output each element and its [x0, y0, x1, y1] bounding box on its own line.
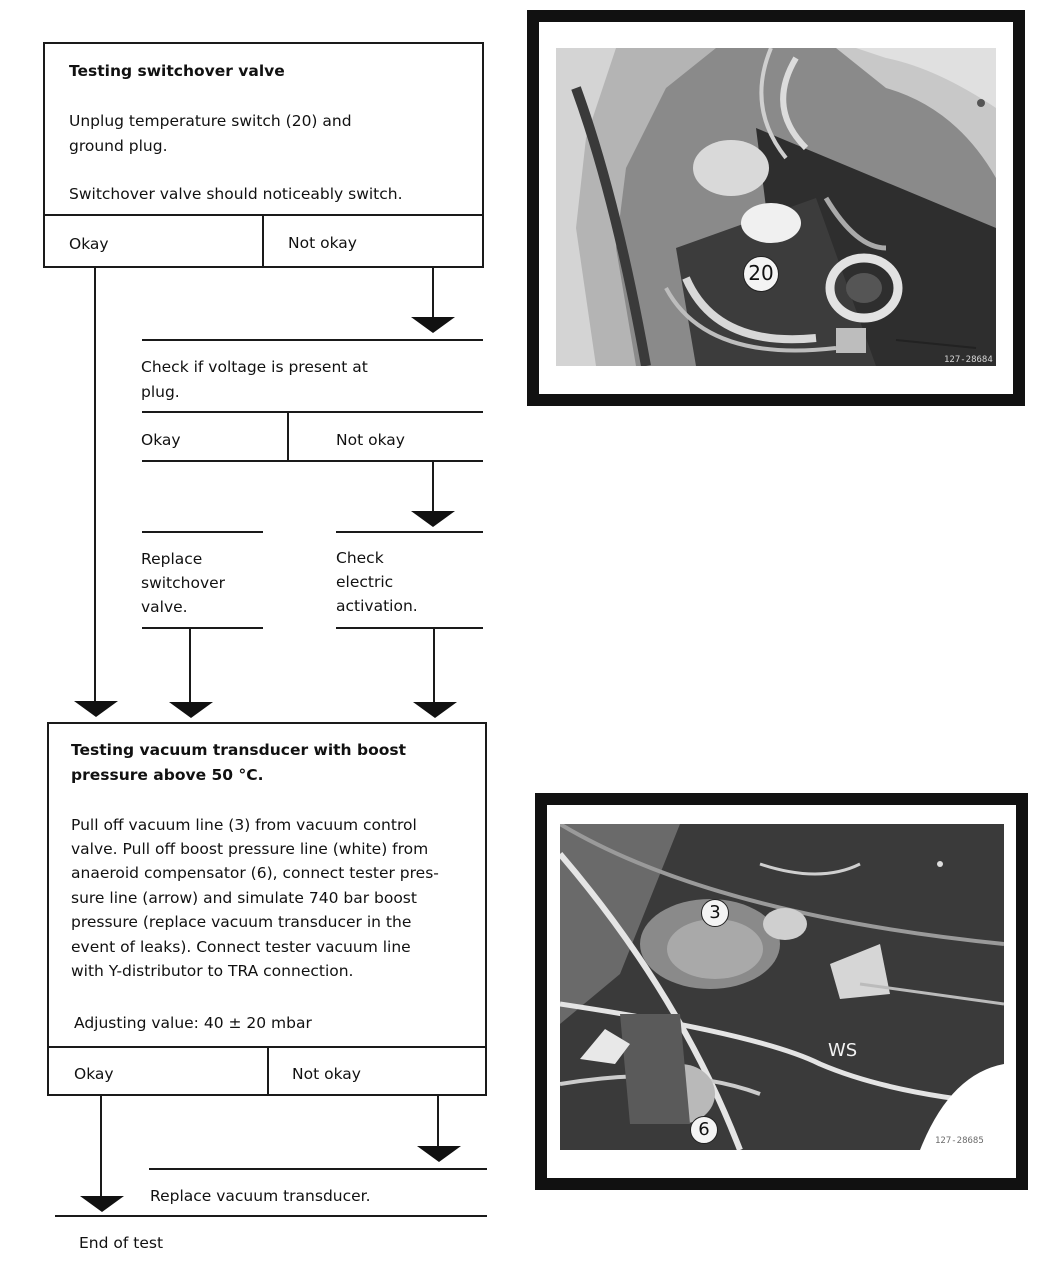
callout-6: 6: [690, 1116, 718, 1144]
action-text: activation.: [336, 597, 418, 615]
flow-line: [189, 628, 191, 702]
end-of-test: End of test: [79, 1234, 164, 1252]
action-text: Replace: [141, 550, 203, 568]
instruction-text: with Y-distributor to TRA connection.: [71, 962, 354, 980]
divider: [142, 460, 483, 462]
flow-arrow: [411, 317, 455, 333]
flow-line: [432, 461, 434, 511]
step-title: Testing vacuum transducer with boost: [71, 741, 407, 759]
not-okay-label: Not okay: [336, 431, 405, 449]
divider: [149, 1168, 487, 1170]
instruction-text: Pull off vacuum line (3) from vacuum con…: [71, 816, 417, 834]
flow-arrow: [169, 702, 213, 718]
not-okay-label: Not okay: [292, 1065, 361, 1083]
flow-line: [437, 1096, 439, 1146]
instruction-text: ground plug.: [69, 137, 168, 155]
divider: [262, 214, 264, 267]
divider: [55, 1215, 487, 1217]
flow-arrow: [411, 511, 455, 527]
ws-label: WS: [828, 1040, 858, 1061]
instruction-text: valve. Pull off boost pressure line (whi…: [71, 840, 429, 858]
divider: [142, 411, 483, 413]
callout-3: 3: [701, 899, 729, 927]
engine-photo: 20 127-28684: [556, 48, 996, 366]
instruction-text: Check if voltage is present at: [141, 358, 368, 376]
flow-line: [433, 628, 435, 702]
photo-temperature-switch: 20 127-28684: [527, 10, 1025, 406]
flow-line: [432, 267, 434, 317]
divider: [142, 531, 263, 533]
switchover-test-box: [43, 42, 484, 268]
instruction-text: pressure (replace vacuum transducer in t…: [71, 913, 412, 931]
action-text: valve.: [141, 598, 188, 616]
flow-arrow: [80, 1196, 124, 1212]
divider: [142, 339, 483, 341]
engine-photo-image: [556, 48, 996, 366]
photo-vacuum-transducer: 3 6 WS 127-28685: [535, 793, 1028, 1190]
okay-label: Okay: [69, 235, 109, 253]
engine-photo-image: [560, 824, 1004, 1150]
vacuum-transducer-test-box: [47, 722, 487, 1096]
instruction-text: anaeroid compensator (6), connect tester…: [71, 864, 439, 882]
flow-line: [94, 267, 96, 701]
divider: [287, 411, 289, 461]
instruction-text: Switchover valve should noticeably switc…: [69, 185, 403, 203]
divider: [336, 627, 483, 629]
divider: [142, 627, 263, 629]
action-text: Check: [336, 549, 384, 567]
action-text: Replace vacuum transducer.: [150, 1187, 371, 1205]
step-title: pressure above 50 °C.: [71, 766, 264, 784]
callout-20: 20: [743, 256, 779, 292]
divider: [267, 1046, 269, 1095]
okay-label: Okay: [141, 431, 181, 449]
step-title: Testing switchover valve: [69, 62, 285, 80]
photo-reference-code: 127-28685: [935, 1136, 984, 1146]
not-okay-label: Not okay: [288, 234, 357, 252]
instruction-text: Unplug temperature switch (20) and: [69, 112, 352, 130]
action-text: electric: [336, 573, 394, 591]
flow-arrow: [413, 702, 457, 718]
action-text: switchover: [141, 574, 226, 592]
instruction-text: event of leaks). Connect tester vacuum l…: [71, 938, 411, 956]
instruction-text: plug.: [141, 383, 180, 401]
instruction-text: sure line (arrow) and simulate 740 bar b…: [71, 889, 417, 907]
flow-arrow: [74, 701, 118, 717]
photo-reference-code: 127-28684: [944, 355, 993, 365]
flow-line: [100, 1096, 102, 1196]
flow-arrow: [417, 1146, 461, 1162]
engine-photo: 3 6 WS 127-28685: [560, 824, 1004, 1150]
adjusting-value: Adjusting value: 40 ± 20 mbar: [74, 1014, 312, 1032]
okay-label: Okay: [74, 1065, 114, 1083]
divider: [336, 531, 483, 533]
